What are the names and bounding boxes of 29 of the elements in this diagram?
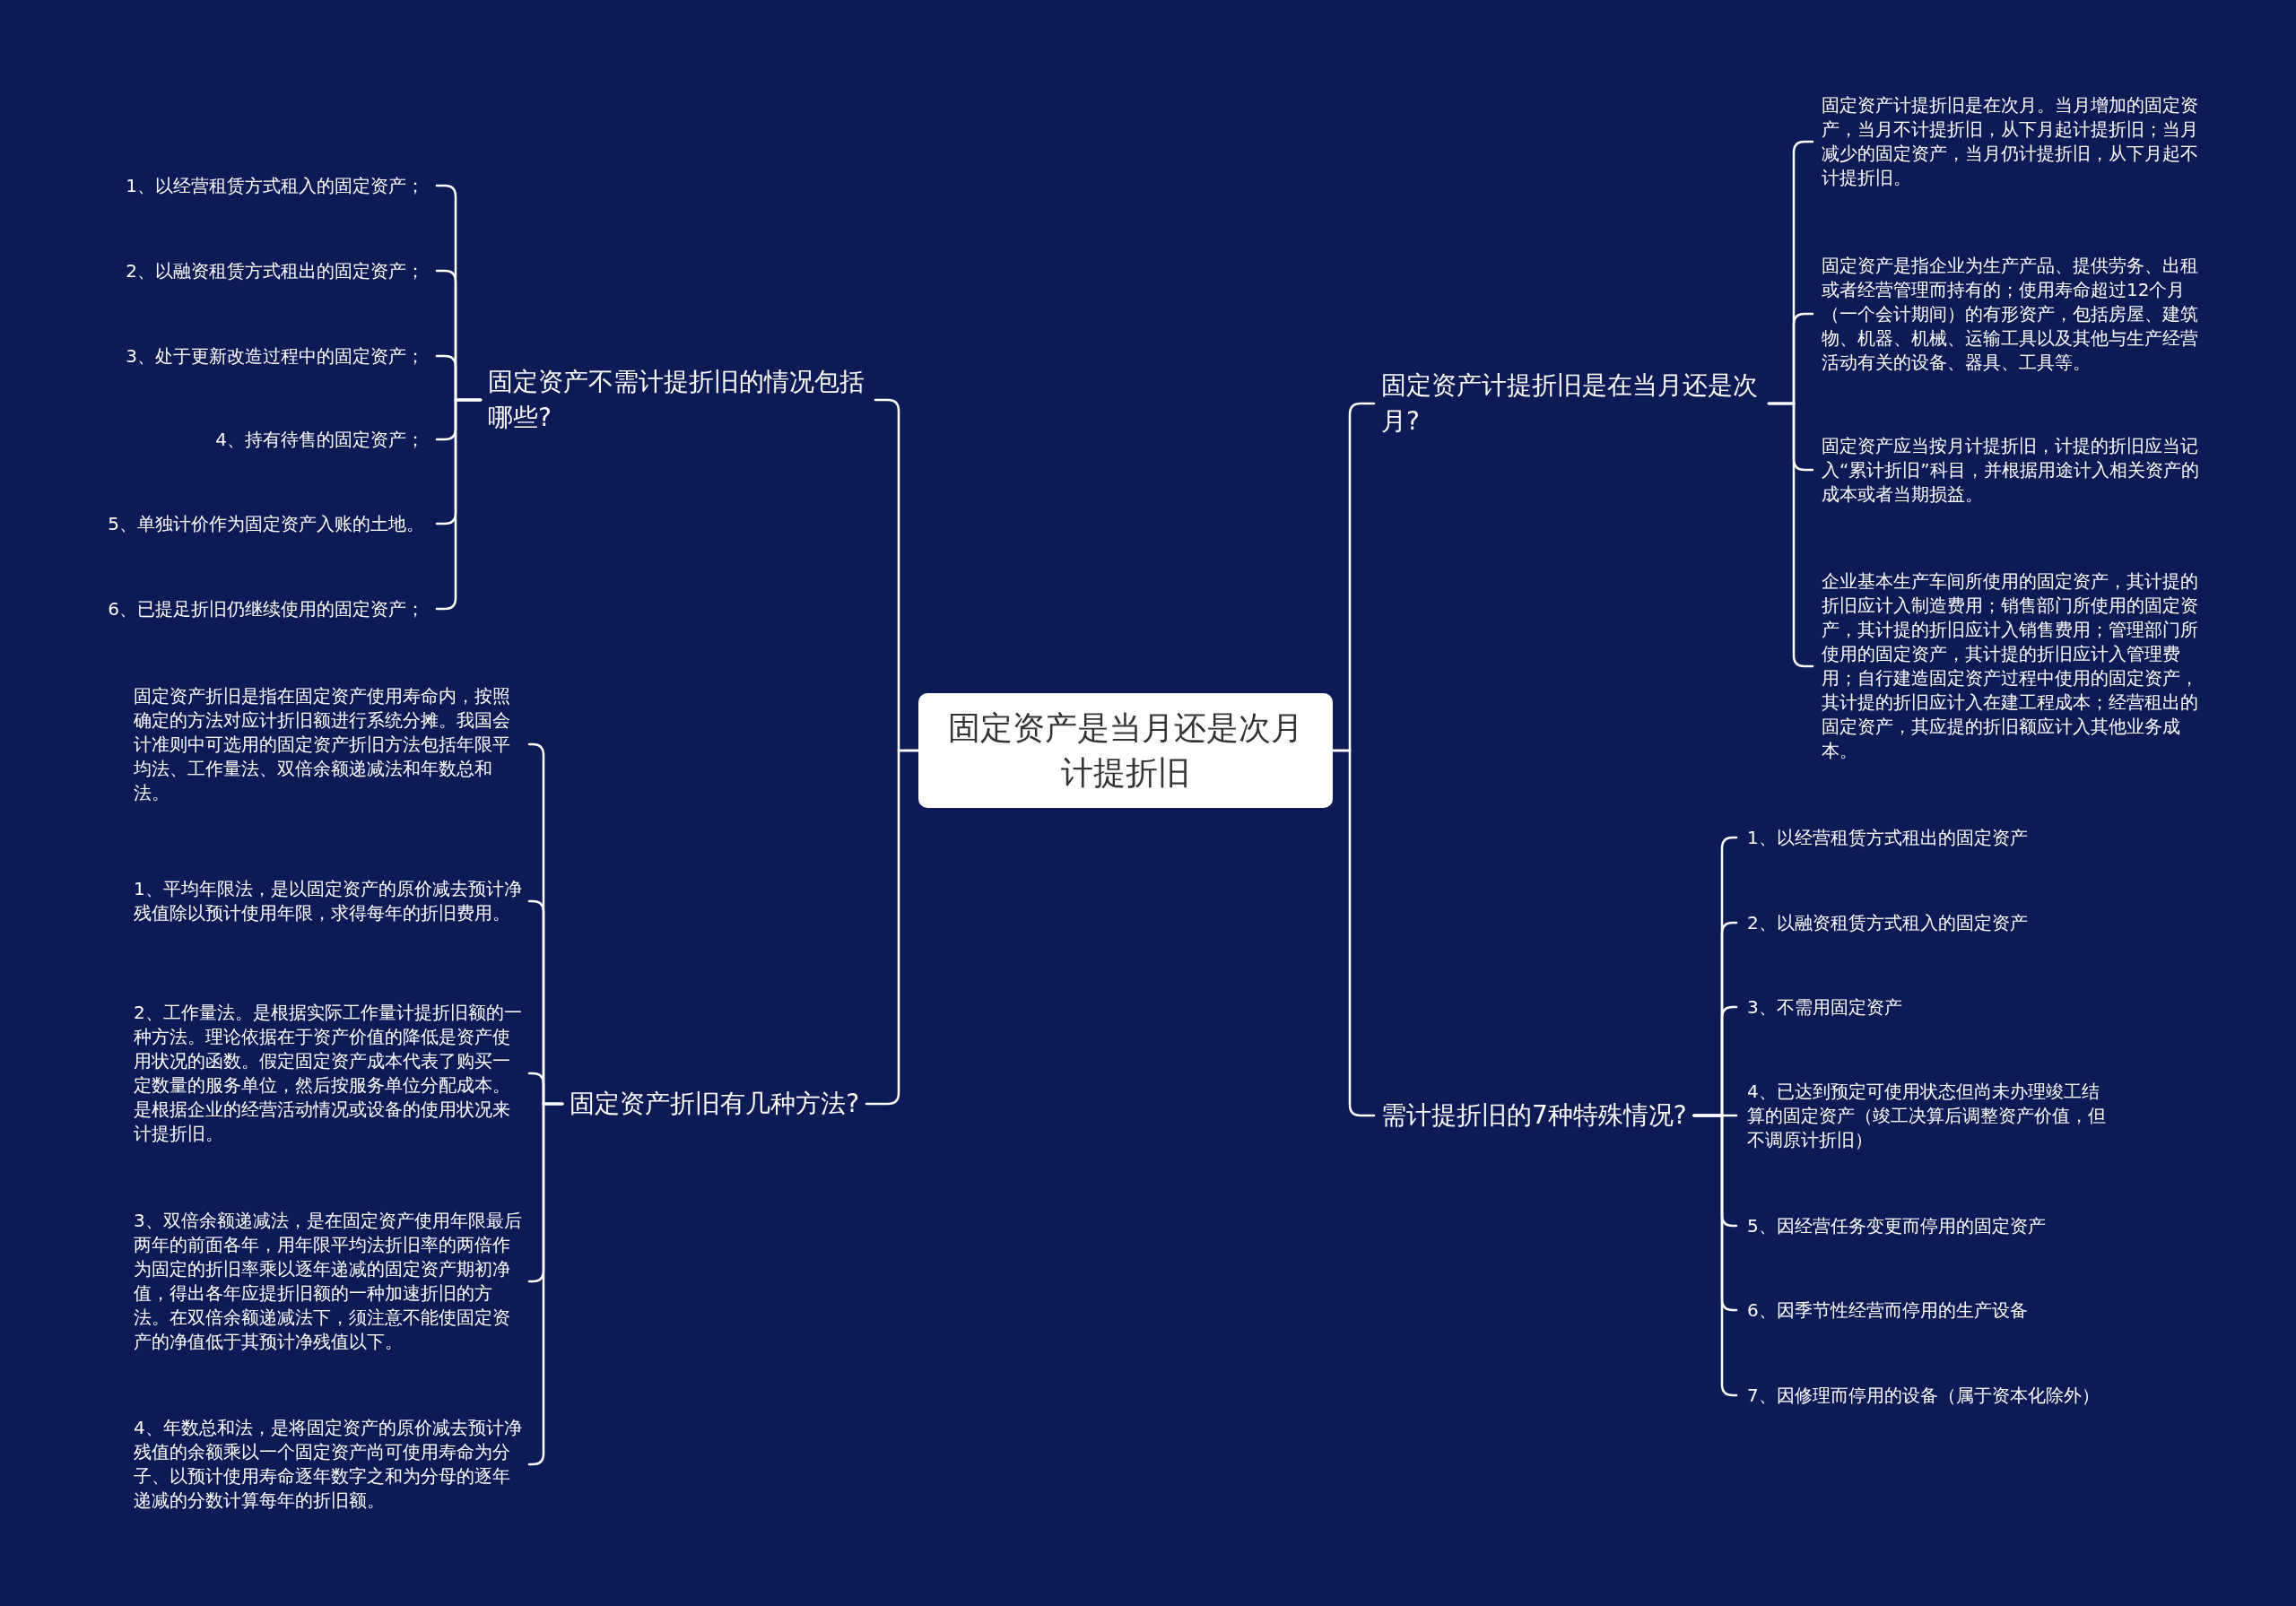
branch-topic-text: 固定资产不需计提折旧的情况包括哪些? xyxy=(481,364,875,436)
note-text: 固定资产折旧是指在固定资产使用寿命内，按照确定的方法对应计折旧额进行系统分摊。我国会计准则中可选用的固定资产折旧方法包括年限平均法、工作量法、双倍余额递减法和年数总和法。 xyxy=(126,683,529,805)
leaf-topic-text: 4、已达到预定可使用状态但尚未办理竣工结算的固定资产（竣工决算后调整资产价值，但不调原计折旧） xyxy=(1736,1079,2120,1152)
leaf-topic-text: 4、持有待售的固定资产； xyxy=(208,427,437,452)
branch-connector xyxy=(865,749,920,1106)
note-text: 3、双倍余额递减法，是在固定资产使用年限最后两年的前面各年，用年限平均法折旧率的两倍作为固定的折旧率乘以逐年递减的固定资产期初净值，得出各年应提折旧额的一种加速折旧的方法。在双倍余额递减法下，须注意不能使固定资产的净值低于其预计净残值以下。 xyxy=(126,1209,529,1354)
root-topic-box: 固定资产是当月还是次月计提折旧 xyxy=(918,693,1333,808)
leaf-topic-text: 6、因季节性经营而停用的生产设备 xyxy=(1736,1298,2035,1323)
leaf-topic-text: 7、因修理而停用的设备（属于资本化除外） xyxy=(1736,1383,2107,1408)
leaf-topic-text: 6、已提足折旧仍继续使用的固定资产； xyxy=(100,596,437,621)
note-text: 2、工作量法。是根据实际工作量计提折旧额的一种方法。理论依据在于资产价值的降低是资产使用状况的函数。假定固定资产成本代表了购买一定数量的服务单位，然后按服务单位分配成本。是根据企业的经营活动情况或设备的使用状况来计提折旧。 xyxy=(126,1001,529,1146)
leaf-topic-text: 5、因经营任务变更而停用的固定资产 xyxy=(1736,1213,2053,1238)
leaf-topic-text: 3、处于更新改造过程中的固定资产； xyxy=(118,343,437,369)
branch-topic-text: 固定资产计提折旧是在当月还是次月? xyxy=(1374,368,1769,439)
note-text: 固定资产应当按月计提折旧，计提的折旧应当记入“累计折旧”科目，并根据用途计入相关资产的成本或者当期损益。 xyxy=(1813,433,2214,507)
note-text: 固定资产计提折旧是在次月。当月增加的固定资产，当月不计提折旧，从下月起计提折旧；当月减少的固定资产，当月仍计提折旧，从下月起不计提折旧。 xyxy=(1813,93,2214,190)
note-text: 4、年数总和法，是将固定资产的原价减去预计净残值的余额乘以一个固定资产尚可使用寿命为分子、以预计使用寿命逐年数字之和为分母的逐年递减的分数计算每年的折旧额。 xyxy=(126,1416,529,1513)
leaf-topic-text: 2、以融资租赁方式租入的固定资产 xyxy=(1736,910,2035,935)
leaf-topic-text: 1、以经营租赁方式租出的固定资产 xyxy=(1736,825,2035,850)
branch-topic-text: 固定资产折旧有几种方法? xyxy=(562,1086,866,1122)
note-text: 固定资产是指企业为生产产品、提供劳务、出租或者经营管理而持有的；使用寿命超过12个月（一个会计期间）的有形资产，包括房屋、建筑物、机器、机械、运输工具以及其他与生产经营活动有关的设备、器具、工具等。 xyxy=(1813,253,2214,375)
leaf-topic-text: 2、以融资租赁方式租出的固定资产； xyxy=(118,258,437,283)
leaf-topic-text: 3、不需用固定资产 xyxy=(1736,994,1909,1020)
branch-topic-text: 需计提折旧的7种特殊情况? xyxy=(1374,1098,1694,1133)
branch-connector xyxy=(1331,749,1376,1117)
leaf-topic-text: 1、以经营租赁方式租入的固定资产； xyxy=(118,173,437,198)
note-text: 企业基本生产车间所使用的固定资产，其计提的折旧应计入制造费用；销售部门所使用的固定资产，其计提的折旧应计入销售费用；管理部门所使用的固定资产，其计提的折旧应计入管理费用；自行建造固定资产过程中使用的固定资产，其计提的折旧应计入在建工程成本；经营租出的固定资产，其应提的折旧额应计入其他业务成本。 xyxy=(1813,569,2214,763)
leaf-topic-text: 5、单独计价作为固定资产入账的土地。 xyxy=(100,511,437,536)
note-text: 1、平均年限法，是以固定资产的原价减去预计净残值除以预计使用年限，求得每年的折旧费用。 xyxy=(126,877,529,925)
